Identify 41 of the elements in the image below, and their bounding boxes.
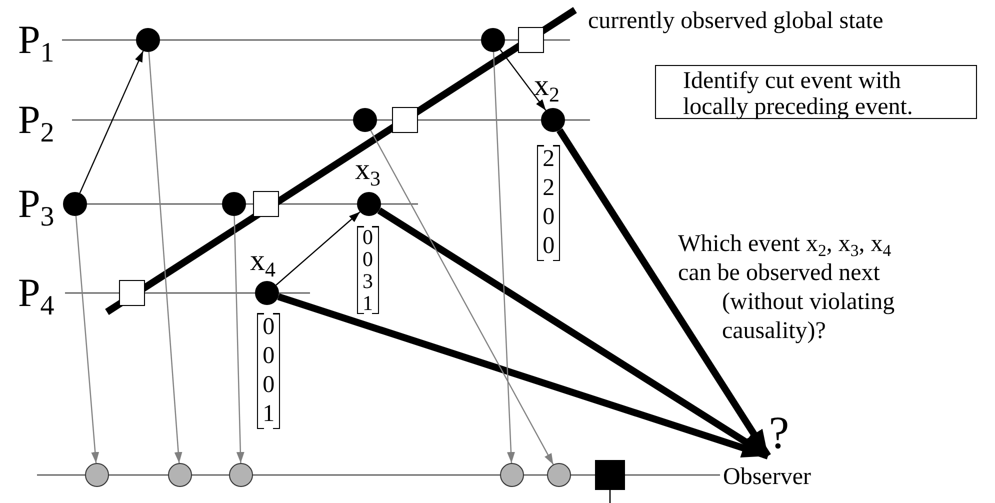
arrow — [277, 293, 770, 460]
observed-event-dot — [500, 463, 524, 487]
event-dot — [481, 28, 505, 52]
observed-event-dot — [85, 463, 109, 487]
arrow — [370, 130, 554, 465]
cut-marker — [392, 107, 418, 133]
event-label: x$_{4}$ — [250, 246, 276, 276]
process-label: P$_{4}$ — [18, 270, 54, 316]
arrow — [234, 216, 244, 464]
observer-marker — [595, 460, 625, 490]
event-dot — [63, 192, 87, 216]
event-dot — [222, 192, 246, 216]
note-box: Identify cut event with locally preceding event. — [655, 65, 977, 119]
event-label: x$_{3}$ — [355, 155, 380, 185]
vector-timestamp: 0 0 3 1 — [357, 226, 379, 314]
observed-event-dot — [229, 463, 253, 487]
question-text: Which event x$_{2}$, x$_{3}$, x$_{4}$ can be observed next — [678, 230, 892, 287]
event-dot — [136, 28, 160, 52]
arrow — [276, 211, 360, 286]
vector-timestamp: 0 0 0 1 — [257, 313, 280, 429]
cut-marker — [119, 280, 145, 306]
observed-event-dot — [168, 463, 192, 487]
process-label: P$_{3}$ — [18, 181, 54, 227]
observer-label: Observer — [723, 464, 811, 492]
question-text: (without violating causality)? — [722, 288, 896, 345]
arrow — [556, 128, 771, 458]
process-label: P$_{1}$ — [18, 17, 54, 63]
question-mark: ? — [768, 410, 790, 458]
observed-event-dot — [547, 463, 571, 487]
arrow — [75, 216, 100, 464]
annotation-text: currently observed global state — [588, 8, 884, 36]
process-label: P$_{2}$ — [18, 97, 54, 143]
event-dot — [353, 108, 377, 132]
arrow — [500, 49, 546, 111]
arrow — [492, 52, 515, 464]
vector-timestamp: 2 2 0 0 — [537, 145, 560, 261]
cut-marker — [253, 191, 279, 217]
arrow — [148, 52, 182, 464]
arrow — [79, 50, 144, 194]
event-label: x$_{2}$ — [534, 71, 560, 101]
cut-marker — [518, 27, 544, 53]
